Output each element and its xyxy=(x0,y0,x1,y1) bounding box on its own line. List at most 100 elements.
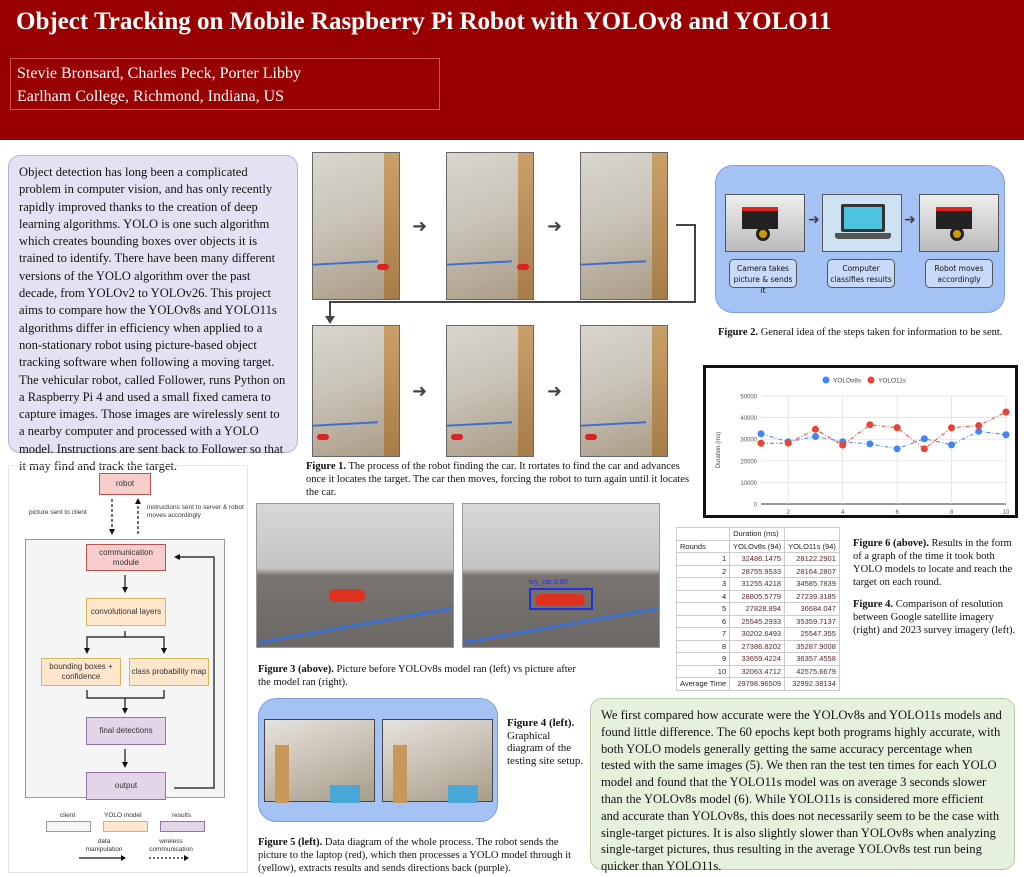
bounding-box xyxy=(529,588,593,610)
table-cell: 27386.8202 xyxy=(729,639,786,653)
node-bounding-boxes: bounding boxes + confidence xyxy=(41,658,121,686)
data-point-YOLO11s xyxy=(975,421,983,429)
caption-text: The process of the robot finding the car… xyxy=(306,461,690,498)
node-convolutional-layers: convolutional layers xyxy=(86,598,166,626)
y-tick-label: 10000 xyxy=(740,481,757,487)
series-line-YOLOv8s xyxy=(760,430,1007,450)
x-tick-label: 4 xyxy=(841,510,845,515)
fig3-photo-after: toy_car 0.90 xyxy=(462,503,660,648)
legend-yolo-swatch xyxy=(103,821,148,832)
table-row-label: 4 xyxy=(675,589,731,603)
table-cell: 32486.1475 xyxy=(729,552,786,566)
caption-text: Graphical diagram of the testing site se… xyxy=(507,729,584,767)
table-row-label: 8 xyxy=(675,639,731,653)
node-robot: robot xyxy=(99,473,151,495)
y-tick-label: 0 xyxy=(754,503,758,509)
caption-label: Figure 5 (left). xyxy=(258,837,323,848)
data-point-YOLO11s xyxy=(893,424,901,432)
data-point-YOLO11s xyxy=(839,441,847,449)
data-point-YOLOv8s xyxy=(866,440,874,448)
y-tick-label: 50000 xyxy=(740,395,757,401)
data-point-YOLO11s xyxy=(920,445,928,453)
data-point-YOLO11s xyxy=(811,425,819,433)
caption-label: Figure 2. xyxy=(718,327,759,338)
data-point-YOLO11s xyxy=(757,439,765,447)
caption-label: Figure 6 (above). xyxy=(853,538,929,549)
detection-label: toy_car 0.90 xyxy=(529,579,568,586)
caption-text: General idea of the steps taken for info… xyxy=(758,327,1003,338)
x-tick-label: 6 xyxy=(895,510,899,515)
legend-results-swatch xyxy=(160,821,205,832)
table-cell: 27239.3185 xyxy=(784,589,840,603)
diagram-arrows xyxy=(79,498,215,861)
table-row-label: 9 xyxy=(675,652,731,666)
legend-results-label: results xyxy=(172,812,192,819)
figure-3-caption: Figure 3 (above). Picture before YOLOv8s… xyxy=(258,663,588,689)
node-final-detections: final detections xyxy=(86,717,166,745)
data-point-YOLOv8s xyxy=(948,441,956,449)
caption-text: Comparison of resolution between Google … xyxy=(853,599,1016,636)
node-output: output xyxy=(86,772,166,800)
caption-label: Figure 4 (left). xyxy=(507,717,575,729)
y-tick-label: 20000 xyxy=(740,459,757,465)
table-cell: 28164.2807 xyxy=(784,564,840,578)
table-cell: 28755.9533 xyxy=(729,564,786,578)
fig1-photo-1 xyxy=(312,152,400,300)
arrow-right-icon: ➜ xyxy=(904,213,916,228)
fig1-photo-5 xyxy=(446,325,534,457)
table-cell: 28122.2901 xyxy=(784,552,840,566)
arrow-right-icon: ➜ xyxy=(412,216,428,236)
table-row-label: 6 xyxy=(675,614,731,628)
table-cell: 28805.5779 xyxy=(729,589,786,603)
table-cell: 30202.6493 xyxy=(729,627,786,641)
test-site-photo-1 xyxy=(264,719,375,803)
table-row-label: Average Time xyxy=(675,677,731,691)
table-cell: 25545.2933 xyxy=(729,614,786,628)
y-axis-label: Duration (ms) xyxy=(716,432,722,468)
series-line-YOLO11s xyxy=(760,411,1007,450)
table-cell: 25547.355 xyxy=(784,627,840,641)
fig1-photo-4 xyxy=(312,325,400,457)
x-tick-label: 10 xyxy=(1003,510,1010,515)
arrow-right-icon: ➜ xyxy=(808,213,820,228)
legend-marker xyxy=(867,376,875,384)
y-tick-label: 30000 xyxy=(740,438,757,444)
table-cell: 36357.4558 xyxy=(784,652,840,666)
table-row-label: 7 xyxy=(675,627,731,641)
legend-label: YOLO11s xyxy=(878,378,907,385)
data-point-YOLO11s xyxy=(1002,408,1010,416)
y-tick-label: 40000 xyxy=(740,416,757,422)
instructions-label: instructions sent to server & robot move… xyxy=(147,504,244,519)
figure-4 xyxy=(258,698,498,822)
x-tick-label: 2 xyxy=(787,510,791,515)
table-cell: 35359.7137 xyxy=(784,614,840,628)
caption-text: Picture before YOLOv8s model ran (left) … xyxy=(258,664,576,688)
test-site-photo-2 xyxy=(382,719,493,803)
table-row-label: 2 xyxy=(675,564,731,578)
table-cell: 36684.047 xyxy=(784,602,840,616)
table-cell: 34585.7839 xyxy=(784,577,840,591)
data-point-YOLOv8s xyxy=(1002,431,1010,439)
arrow-right-icon: ➜ xyxy=(547,216,563,236)
step-label: Computer classifies results xyxy=(827,259,895,288)
robot-photo xyxy=(919,194,999,252)
data-point-YOLOv8s xyxy=(920,435,928,443)
table-header: YOLO11s (94) xyxy=(784,539,840,553)
arrow-right-icon: ➜ xyxy=(547,381,563,401)
figure-5-data-diagram: robot picture sent to client instruction… xyxy=(8,465,248,873)
data-point-YOLOv8s xyxy=(811,432,819,440)
table-cell: 31255.4218 xyxy=(729,577,786,591)
table-cell: 32063.4712 xyxy=(729,664,786,678)
node-communication-module: communication module xyxy=(86,544,166,571)
table-header: Rounds xyxy=(675,539,731,553)
table-cell: 27828.894 xyxy=(729,602,786,616)
affiliation: Earlham College, Richmond, Indiana, US xyxy=(17,88,285,105)
caption-label: Figure 3 (above). xyxy=(258,664,334,675)
authors-box: Stevie Bronsard, Charles Peck, Porter Li… xyxy=(10,58,440,110)
caption-text: Results in the form of a graph of the ti… xyxy=(853,538,1013,588)
